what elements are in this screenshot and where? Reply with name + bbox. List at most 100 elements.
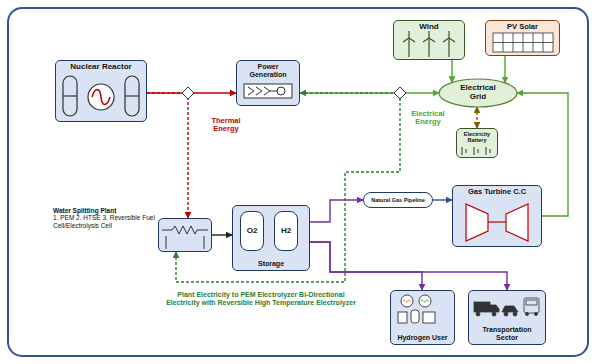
- junction-diamond: [182, 87, 406, 99]
- process-box: Electricity Battery: [456, 128, 498, 158]
- generator-icon: [277, 87, 285, 95]
- solar-panel-icon: [493, 33, 553, 52]
- node-title: Storage: [258, 260, 284, 268]
- ellipse-shape: [439, 79, 517, 107]
- node-title: Natural Gas Pipeline: [371, 197, 425, 203]
- heater-icon: [166, 236, 204, 249]
- wind-turbine-icon: [443, 31, 455, 42]
- vehicle-icon: [476, 312, 480, 316]
- hydrogen-user-icon: [398, 295, 435, 323]
- gas-turbine-icon: [488, 221, 506, 222]
- process-box: Water Splitting Plant1. PEM 2. HTSE 3. R…: [158, 218, 212, 252]
- flow-connector: [147, 93, 188, 218]
- process-box: Power Generation: [236, 60, 300, 106]
- hydrogen-user-icon: [423, 312, 435, 323]
- node-title: Electrical Grid: [452, 84, 504, 102]
- solar-panel-icon: [493, 33, 553, 52]
- flow-connector: [212, 234, 232, 235]
- wind-turbine-icon: [403, 31, 455, 57]
- flow-connector: [298, 242, 422, 290]
- junction-diamond: [182, 87, 194, 99]
- node-title: Transportation Sector: [471, 326, 543, 342]
- vehicle-icon: [504, 312, 508, 316]
- reactor-icon: [125, 76, 139, 116]
- flow-connector: [433, 199, 452, 200]
- hydrogen-user-icon: [411, 310, 419, 323]
- wind-turbine-icon: [408, 38, 409, 57]
- process-box: Transportation Sector: [468, 290, 546, 345]
- vehicle-icon: [474, 298, 539, 316]
- vehicle-icon: [513, 312, 517, 316]
- vehicle-icon: [526, 300, 537, 305]
- wind-turbine-icon: [428, 38, 429, 57]
- junction-diamond: [394, 87, 406, 99]
- node-title: Gas Turbine C.C: [468, 188, 526, 196]
- gas-turbine-icon: [466, 204, 488, 241]
- process-box: Gas Turbine C.C: [452, 185, 542, 247]
- vehicle-icon: [526, 313, 529, 316]
- vehicle-icon: [502, 306, 518, 312]
- flow-connector: [476, 107, 477, 128]
- edge-label: Electrical Energy: [406, 110, 450, 127]
- node-title: Hydrogen User: [397, 334, 447, 342]
- hydrogen-user-icon: [398, 312, 407, 323]
- node-title: Power Generation: [246, 63, 290, 79]
- hydrogen-user-icon: [401, 295, 413, 307]
- outside-heading: Water Splitting Plant1. PEM 2. HTSE 3. R…: [53, 207, 155, 229]
- heater-icon: [162, 226, 208, 249]
- wind-turbine-icon: [448, 38, 449, 57]
- hydrogen-user-icon: [421, 300, 429, 302]
- battery-icon: [462, 147, 490, 155]
- generator-icon: [270, 91, 277, 92]
- flow-connector: [176, 93, 400, 282]
- reactor-icon: [88, 84, 114, 110]
- node-title: Water Splitting Plant: [53, 207, 155, 214]
- reactor-icon: [92, 90, 110, 105]
- reactor-icon: [125, 95, 139, 96]
- flow-connector: [504, 56, 505, 83]
- flow-connector: [451, 60, 452, 83]
- process-box: Storage O2 H2: [232, 205, 310, 271]
- node-title: H2: [281, 227, 291, 236]
- heater-icon: [162, 226, 208, 234]
- process-box: O2: [240, 211, 264, 251]
- generator-icon: [244, 84, 292, 98]
- grid-ellipse: Electrical Grid: [438, 78, 518, 108]
- vehicle-icon: [492, 312, 496, 316]
- gas-turbine-icon: [466, 204, 528, 241]
- node-title: Wind: [419, 23, 438, 32]
- battery-icon: [462, 147, 490, 155]
- node-title: Electricity Battery: [459, 131, 495, 143]
- wind-turbine-icon: [403, 31, 415, 42]
- note-label: Plant Electricity to PEM Electrolyzer Bi…: [166, 291, 356, 307]
- edge-label: Thermal Energy: [205, 117, 247, 134]
- vehicle-icon: [490, 305, 499, 312]
- hydrogen-user-icon: [403, 300, 411, 302]
- generator-icon: [244, 84, 292, 98]
- reactor-icon: [63, 95, 77, 96]
- flow-connector: [298, 242, 507, 290]
- generator-icon: [248, 87, 270, 95]
- solar-panel-icon: [493, 33, 553, 52]
- hydrogen-user-icon: [419, 295, 431, 307]
- vehicle-icon: [535, 313, 538, 316]
- reactor-icon: [63, 76, 139, 116]
- node-title: Nuclear Reactor: [70, 63, 131, 72]
- process-box: PV Solar: [485, 20, 560, 56]
- process-box: H2: [274, 211, 298, 251]
- node-title: PV Solar: [507, 23, 538, 31]
- vehicle-icon: [474, 302, 490, 312]
- vehicle-icon: [524, 298, 539, 313]
- node-body: 1. PEM 2. HTSE 3. Reversible Fuel Cell/E…: [53, 214, 155, 229]
- process-box: Wind: [393, 20, 465, 60]
- process-box: Natural Gas Pipeline: [363, 192, 433, 208]
- process-box: Hydrogen User: [390, 290, 455, 345]
- wind-turbine-icon: [423, 31, 435, 42]
- frame-border: [8, 8, 588, 356]
- reactor-icon: [63, 76, 77, 116]
- flow-connector: [147, 92, 236, 93]
- node-title: O2: [247, 227, 258, 236]
